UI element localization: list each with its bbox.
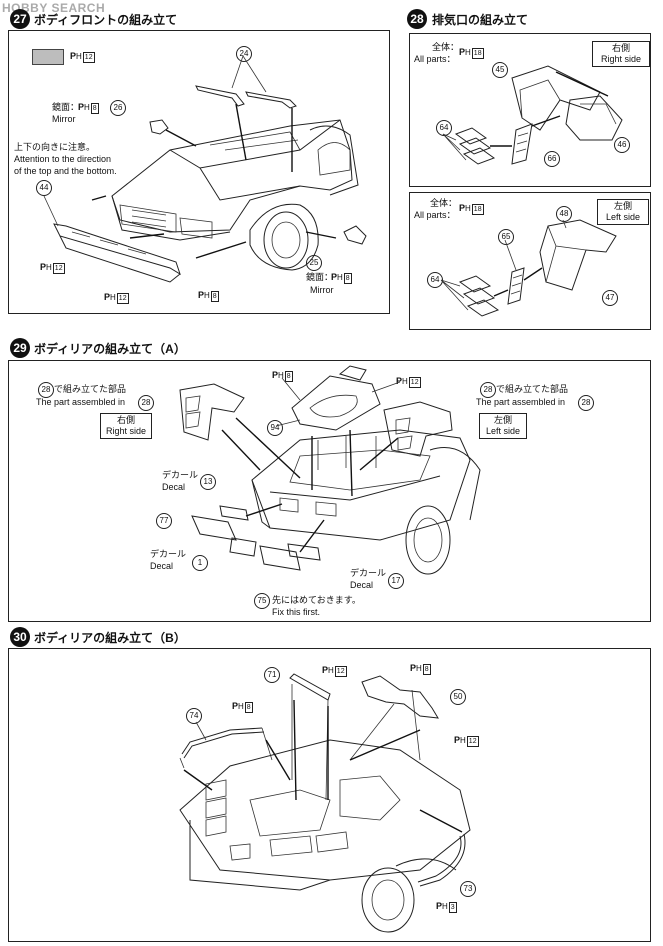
mirror-label-jp: 鏡面：	[52, 102, 80, 112]
part-65-label: 65	[498, 229, 514, 245]
step-27-title: ボディフロントの組み立て	[34, 13, 178, 27]
step-29-panel	[8, 360, 651, 622]
allparts-en-b: All parts：	[414, 210, 456, 220]
part-66-label: 66	[544, 151, 560, 167]
assembled-jp-left: で組み立てた部品	[54, 384, 127, 394]
ref-28-left-circle-b: 28	[138, 395, 154, 411]
fix-first-en: Fix this first.	[272, 607, 321, 617]
ref-28-right-circle: 28	[480, 382, 496, 398]
part-26-label: 26	[110, 100, 126, 116]
part-46-label: 46	[614, 137, 630, 153]
part-74-label: 74	[186, 708, 202, 724]
decal-jp-1: デカール	[150, 549, 187, 559]
part-45-label: 45	[492, 62, 508, 78]
part-50-label: 50	[450, 689, 466, 705]
part-75-label: 75	[254, 593, 270, 609]
part-73-label: 73	[460, 881, 476, 897]
decal-en-1: Decal	[150, 561, 174, 571]
mirror2-label-en: Mirror	[310, 285, 334, 295]
ref-28-right-circle-b: 28	[578, 395, 594, 411]
step-30-number: 30	[10, 627, 30, 647]
decal-jp-17: デカール	[350, 568, 387, 578]
decal-jp-13: デカール	[162, 470, 199, 480]
decal-en-13: Decal	[162, 482, 186, 492]
part-47-label: 47	[602, 290, 618, 306]
part-94-label: 94	[267, 420, 283, 436]
part-77-label: 77	[156, 513, 172, 529]
part-48-label: 48	[556, 206, 572, 222]
assembled-en-left: The part assembled in	[36, 397, 126, 407]
grey-paint-swatch	[32, 49, 64, 65]
step-30-panel	[8, 648, 651, 942]
ref-28-left-circle: 28	[38, 382, 54, 398]
part-25-label: 25	[306, 255, 322, 271]
decal-13-label: 13	[200, 474, 216, 490]
step-29-number: 29	[10, 338, 30, 358]
step-27-panel	[8, 30, 390, 314]
allparts-jp-a: 全体：	[432, 42, 460, 52]
attention-en-1: Attention to the direction	[14, 154, 112, 164]
step-27-number: 27	[10, 9, 30, 29]
decal-en-17: Decal	[350, 580, 374, 590]
decal-1-label: 1	[192, 555, 208, 571]
fix-first-jp: 先にはめておきます。	[272, 595, 361, 605]
allparts-en-a: All parts：	[414, 54, 456, 64]
step-28-number: 28	[407, 9, 427, 29]
step-28-title: 排気口の組み立て	[432, 13, 529, 27]
step-30-title: ボディリアの組み立て（B）	[34, 631, 186, 645]
watermark-text: HOBBY SEARCH	[2, 1, 106, 15]
part-64b-label: 64	[427, 272, 443, 288]
part-44-label: 44	[36, 180, 52, 196]
step-28-right-panel	[409, 33, 651, 187]
assembled-en-right: The part assembled in	[476, 397, 566, 407]
attention-jp: 上下の向きに注意。	[14, 142, 96, 152]
step-28-left-panel	[409, 192, 651, 330]
allparts-jp-b: 全体：	[430, 198, 458, 208]
mirror-label-en: Mirror	[52, 114, 76, 124]
part-24-label: 24	[236, 46, 252, 62]
mirror2-label-jp: 鏡面：	[306, 272, 334, 282]
part-71-label: 71	[264, 667, 280, 683]
step-29-title: ボディリアの組み立て（A）	[34, 342, 186, 356]
decal-17-label: 17	[388, 573, 404, 589]
attention-en-2: of the top and the bottom.	[14, 166, 117, 176]
assembled-jp-right: で組み立てた部品	[496, 384, 569, 394]
